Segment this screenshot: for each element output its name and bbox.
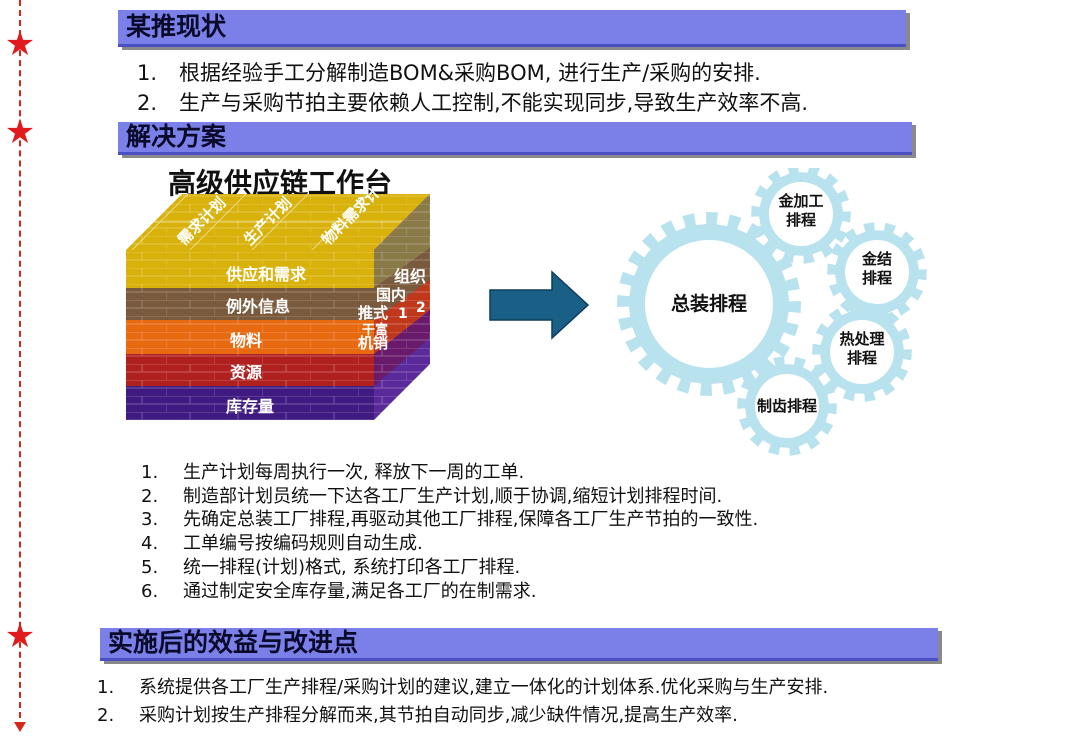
cube-side-label: 2 (416, 300, 426, 316)
timeline-line (19, 0, 21, 728)
gear-label-main: 总装排程 (671, 292, 747, 315)
section-header-benefits: 实施后的效益与改进点 (100, 628, 938, 661)
cube-layer-label: 资源 (230, 363, 262, 382)
cube-layer-label: 供应和需求 (225, 265, 307, 284)
list-item: 2.制造部计划员统一下达各工厂生产计划,顺于协调,缩短计划排程时间. (141, 485, 723, 507)
timeline-arrow-icon (14, 722, 26, 732)
list-item: 2.生产与采购节拍主要依赖人工控制,不能实现同步,导致生产效率不高. (137, 91, 809, 115)
cube-side-label: 1 (398, 306, 408, 322)
gear-icon (737, 356, 837, 456)
gear-label: 制齿排程 (757, 397, 817, 415)
current-list: 1.根据经验手工分解制造BOM&采购BOM, 进行生产/采购的安排. 2.生产与… (137, 58, 808, 118)
gear-icon (827, 222, 927, 322)
section-title: 实施后的效益与改进点 (108, 628, 359, 657)
section-title: 某推现状 (126, 12, 227, 41)
gear-label: 热处理排程 (839, 330, 884, 367)
cube-side-label: 机销 (358, 334, 388, 352)
benefits-list: 1.系统提供各工厂生产排程/采购计划的建议,建立一体化的计划体系.优化采购与生产… (97, 674, 828, 730)
list-item: 4.工单编号按编码规则自动生成. (141, 533, 423, 555)
cube-layer-label: 库存量 (226, 397, 274, 416)
cube-side-label: 国内 (376, 286, 406, 304)
gear-diagram: 总装排程 金加工排程 金结排程 热处理排程 制齿排程 (617, 168, 927, 456)
list-item: 3.先确定总装工厂排程,再驱动其他工厂排程,保障各工厂生产节拍的一致性. (141, 509, 759, 531)
star-icon: ★ (4, 616, 36, 656)
section-header-solution: 解决方案 (118, 122, 912, 155)
gear-icon (751, 168, 851, 264)
list-item: 1.根据经验手工分解制造BOM&采购BOM, 进行生产/采购的安排. (137, 61, 761, 85)
cube-side-label: 干富 (362, 322, 388, 338)
star-icon: ★ (4, 112, 36, 152)
gear-label: 金结排程 (861, 250, 892, 287)
list-item: 1.生产计划每周执行一次, 释放下一周的工单. (141, 462, 525, 483)
list-item: 1.系统提供各工厂生产排程/采购计划的建议,建立一体化的计划体系.优化采购与生产… (97, 677, 829, 698)
list-item: 6.通过制定安全库存量,满足各工厂的在制需求. (141, 580, 537, 602)
section-title: 解决方案 (126, 122, 227, 151)
cube-side-label: 组织 (394, 267, 426, 286)
supply-chain-cube: 需求计划 生产计划 物料需求计 供应和需求 例外信息 物料 资源 库存量 组织 … (126, 188, 430, 420)
list-item: 2.采购计划按生产排程分解而来,其节拍自动同步,减少缺件情况,提高生产效率. (97, 705, 738, 726)
section-header-current: 某推现状 (118, 10, 906, 47)
cube-layer-label: 物料 (230, 331, 262, 350)
cube-layer-label: 例外信息 (226, 297, 290, 316)
cube-side-label: 推式 (358, 304, 388, 322)
gear-icon (617, 212, 801, 396)
list-item: 5.统一排程(计划)格式, 系统打印各工厂排程. (141, 556, 521, 578)
solution-list: 1.生产计划每周执行一次, 释放下一周的工单. 2.制造部计划员统一下达各工厂生… (141, 461, 758, 603)
gear-label: 金加工排程 (777, 192, 823, 229)
gear-icon (812, 302, 912, 402)
arrow-right-icon (489, 270, 590, 340)
star-icon: ★ (4, 24, 36, 64)
